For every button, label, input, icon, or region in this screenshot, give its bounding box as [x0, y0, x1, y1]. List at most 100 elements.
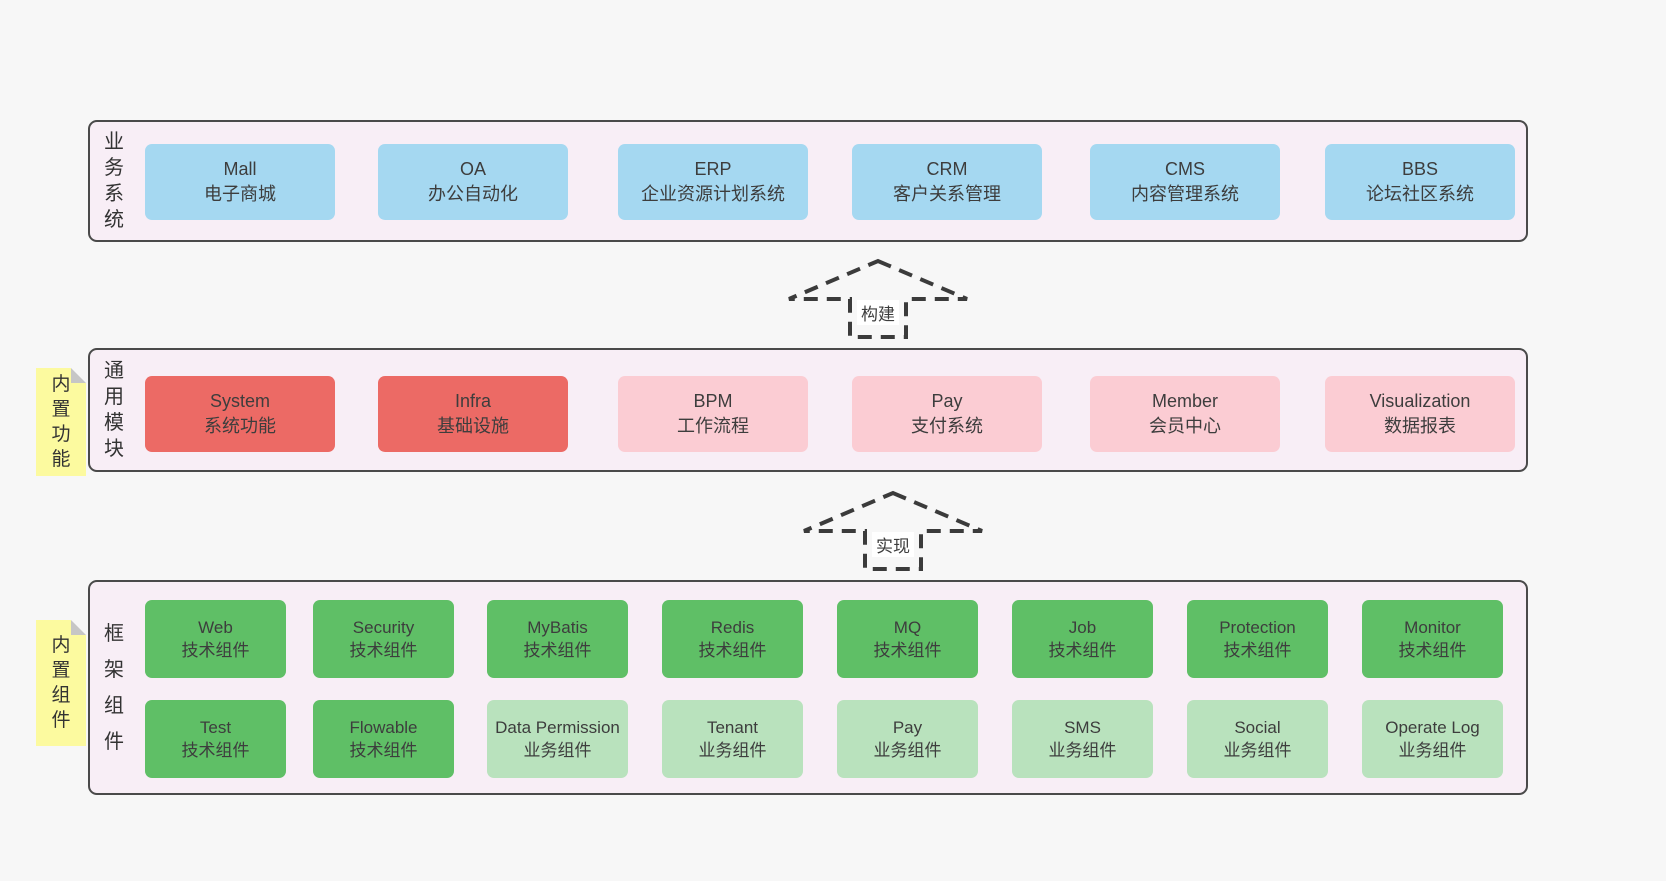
box-subtitle: 办公自动化 [428, 184, 518, 204]
box-web: Web 技术组件 [145, 600, 286, 678]
box-mq: MQ 技术组件 [837, 600, 978, 678]
box-subtitle: 业务组件 [523, 741, 592, 760]
box-subtitle: 技术组件 [181, 641, 250, 660]
section-components-label: 框 架 组 件 [104, 622, 124, 753]
arrow-implement-label: 实现 [872, 532, 914, 557]
section-business-systems: 业 务 系 统 Mall 电子商城 OA 办公自动化 ERP 企业资源计划系统 … [88, 120, 1528, 242]
sticky-note-builtin-components: 内 置 组 件 [36, 620, 86, 746]
box-title: Monitor [1404, 618, 1461, 637]
box-title: Data Permission [495, 718, 620, 737]
box-title: Web [198, 618, 233, 637]
box-title: Social [1234, 718, 1281, 737]
box-subtitle: 基础设施 [437, 416, 509, 436]
box-oa: OA 办公自动化 [378, 144, 568, 220]
box-redis: Redis 技术组件 [662, 600, 803, 678]
box-title: Redis [710, 618, 755, 637]
box-title: SMS [1064, 718, 1101, 737]
box-subtitle: 支付系统 [911, 416, 983, 436]
box-subtitle: 客户关系管理 [893, 184, 1001, 204]
box-flowable: Flowable 技术组件 [313, 700, 454, 778]
box-title: Tenant [706, 718, 759, 737]
box-bpm: BPM 工作流程 [618, 376, 808, 452]
box-erp: ERP 企业资源计划系统 [618, 144, 808, 220]
arrow-implement: 实现 [798, 490, 988, 572]
box-title: CRM [926, 159, 968, 179]
up-arrow-icon [803, 490, 983, 571]
section-business-label: 业 务 系 统 [104, 131, 124, 231]
box-infra: Infra 基础设施 [378, 376, 568, 452]
box-subtitle: 企业资源计划系统 [641, 184, 785, 204]
box-job: Job 技术组件 [1012, 600, 1153, 678]
box-protection: Protection 技术组件 [1187, 600, 1328, 678]
box-title: Pay [892, 718, 923, 737]
sticky-note-text: 内 置 功 能 [51, 374, 71, 470]
box-title: OA [459, 159, 486, 179]
box-subtitle: 技术组件 [181, 741, 250, 760]
box-subtitle: 技术组件 [873, 641, 942, 660]
box-cms: CMS 内容管理系统 [1090, 144, 1280, 220]
box-subtitle: 业务组件 [698, 741, 767, 760]
box-subtitle: 业务组件 [1223, 741, 1292, 760]
box-subtitle: 业务组件 [873, 741, 942, 760]
box-bbs: BBS 论坛社区系统 [1325, 144, 1515, 220]
box-subtitle: 业务组件 [1398, 741, 1467, 760]
box-title: Job [1068, 618, 1097, 637]
box-visualization: Visualization 数据报表 [1325, 376, 1515, 452]
section-common-modules: 通 用 模 块 System 系统功能 Infra 基础设施 BPM 工作流程 … [88, 348, 1528, 472]
up-arrow-icon [788, 258, 968, 339]
box-mybatis: MyBatis 技术组件 [487, 600, 628, 678]
box-subtitle: 技术组件 [1048, 641, 1117, 660]
box-title: CMS [1165, 159, 1205, 179]
box-title: MQ [893, 618, 922, 637]
box-title: MyBatis [527, 618, 588, 637]
box-title: BPM [693, 391, 733, 411]
box-pay-component: Pay 业务组件 [837, 700, 978, 778]
box-title: Pay [931, 391, 963, 411]
box-subtitle: 技术组件 [349, 641, 418, 660]
box-subtitle: 电子商城 [204, 184, 276, 204]
box-title: Flowable [349, 718, 418, 737]
box-monitor: Monitor 技术组件 [1362, 600, 1503, 678]
box-subtitle: 技术组件 [1398, 641, 1467, 660]
box-title: Visualization [1369, 391, 1471, 411]
section-framework-components: 框 架 组 件 Web 技术组件 Security 技术组件 MyBatis 技… [88, 580, 1528, 795]
box-title: Infra [454, 391, 492, 411]
box-title: Protection [1219, 618, 1296, 637]
box-title: Member [1151, 391, 1218, 411]
box-crm: CRM 客户关系管理 [852, 144, 1042, 220]
box-member: Member 会员中心 [1090, 376, 1280, 452]
box-subtitle: 内容管理系统 [1131, 184, 1239, 204]
box-tenant: Tenant 业务组件 [662, 700, 803, 778]
section-modules-label: 通 用 模 块 [104, 360, 124, 460]
box-mall: Mall 电子商城 [145, 144, 335, 220]
box-title: System [209, 391, 270, 411]
box-operate-log: Operate Log 业务组件 [1362, 700, 1503, 778]
box-subtitle: 工作流程 [677, 416, 749, 436]
box-subtitle: 技术组件 [698, 641, 767, 660]
box-title: Test [199, 718, 232, 737]
box-title: Mall [223, 159, 257, 179]
box-security: Security 技术组件 [313, 600, 454, 678]
box-subtitle: 技术组件 [349, 741, 418, 760]
box-system: System 系统功能 [145, 376, 335, 452]
box-title: BBS [1401, 159, 1439, 179]
box-subtitle: 业务组件 [1048, 741, 1117, 760]
box-subtitle: 系统功能 [204, 416, 276, 436]
box-test: Test 技术组件 [145, 700, 286, 778]
box-title: Operate Log [1385, 718, 1480, 737]
box-social: Social 业务组件 [1187, 700, 1328, 778]
box-pay-module: Pay 支付系统 [852, 376, 1042, 452]
box-sms: SMS 业务组件 [1012, 700, 1153, 778]
box-title: Security [352, 618, 415, 637]
arrow-build: 构建 [783, 258, 973, 340]
box-subtitle: 技术组件 [1223, 641, 1292, 660]
box-subtitle: 数据报表 [1384, 416, 1456, 436]
sticky-note-text: 内 置 组 件 [51, 635, 71, 731]
sticky-note-builtin-features: 内 置 功 能 [36, 368, 86, 476]
box-subtitle: 技术组件 [523, 641, 592, 660]
box-subtitle: 论坛社区系统 [1366, 184, 1474, 204]
box-subtitle: 会员中心 [1149, 416, 1221, 436]
box-data-permission: Data Permission 业务组件 [487, 700, 628, 778]
box-title: ERP [694, 159, 732, 179]
